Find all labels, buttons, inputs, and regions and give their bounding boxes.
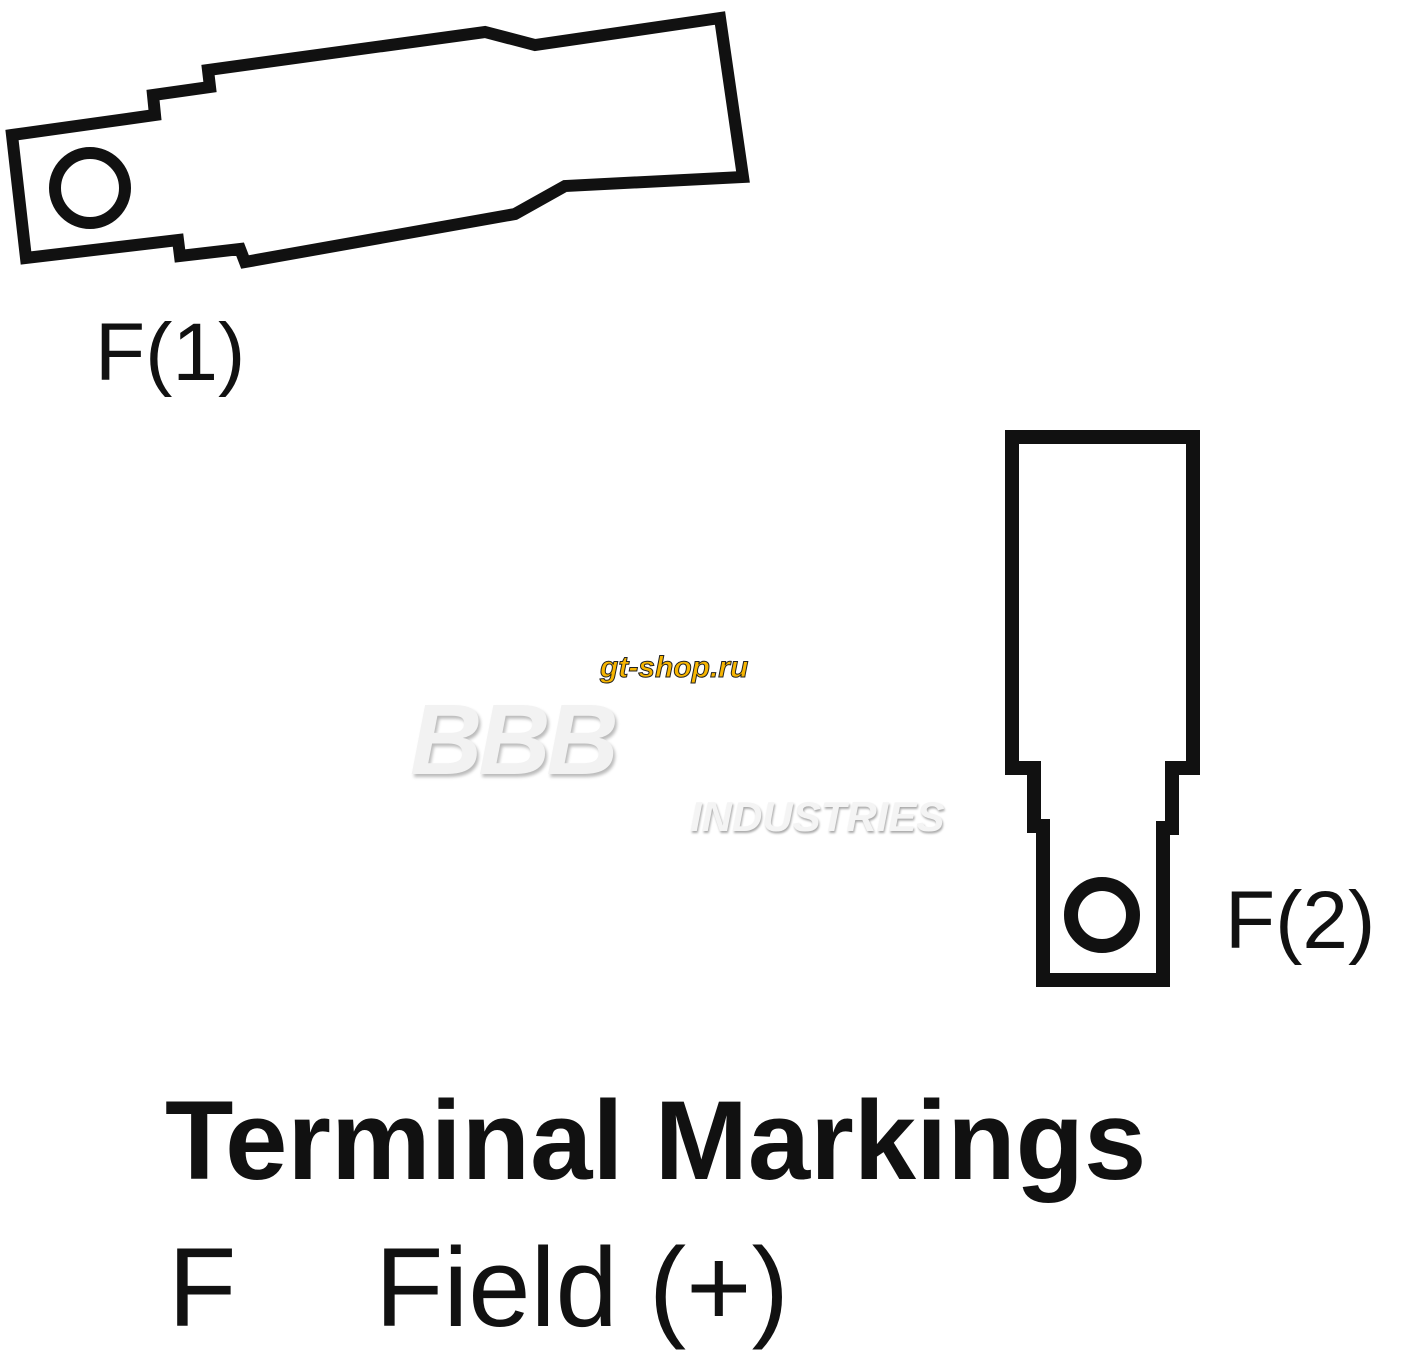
diagram-title: Terminal Markings [165,1078,1147,1203]
legend-key: F [168,1225,237,1350]
terminal-f1-shape [5,11,750,269]
terminal-f2-shape [1005,430,1200,987]
terminal-f1-label: F(1) [95,307,246,398]
terminal-f2-hole [1064,877,1140,953]
legend-value: Field (+) [375,1225,789,1350]
terminal-f2-label: F(2) [1225,875,1376,966]
watermark-bbb-logo: BBB [410,684,619,796]
terminal-f1-hole [49,147,131,229]
watermark-industries: INDUSTRIES [690,793,945,840]
watermark-shop-logo: gt-shop.ru [599,651,749,684]
